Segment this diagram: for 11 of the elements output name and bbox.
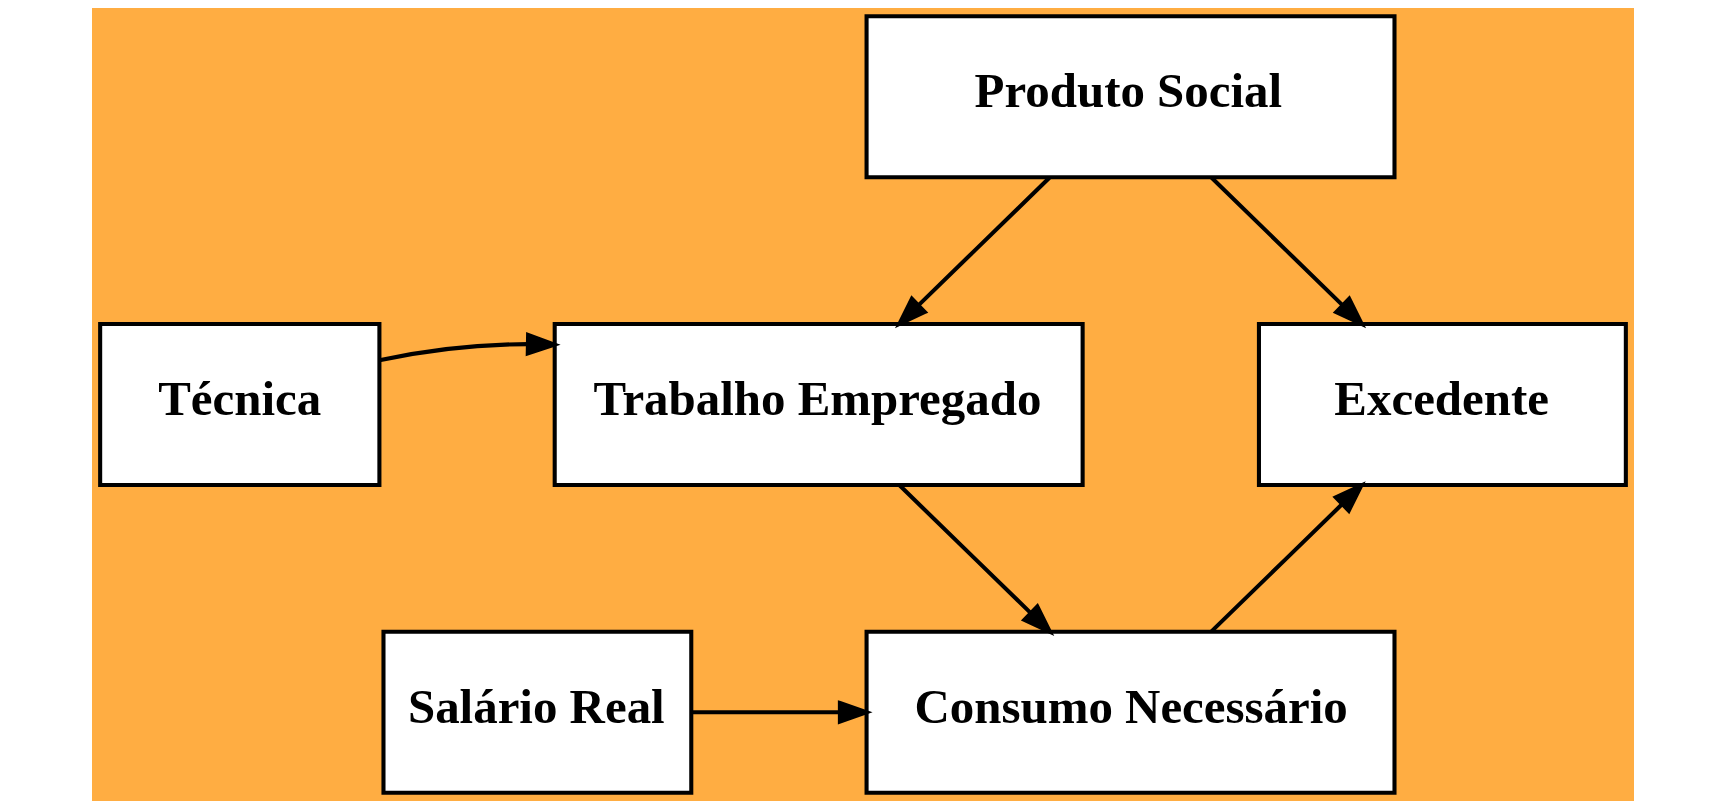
node-box: Salário Real bbox=[380, 629, 693, 795]
node-box: Técnica bbox=[97, 321, 381, 488]
node-box: Excedente bbox=[1256, 321, 1628, 488]
arrow bbox=[690, 700, 873, 725]
arrow bbox=[894, 176, 1051, 329]
arrow bbox=[1209, 176, 1366, 329]
arrow bbox=[378, 331, 561, 363]
node-box: Produto Social bbox=[864, 14, 1397, 180]
node-box: Consumo Necessário bbox=[864, 629, 1397, 795]
arrow bbox=[897, 484, 1054, 636]
node-box: Trabalho Empregado bbox=[552, 321, 1085, 488]
